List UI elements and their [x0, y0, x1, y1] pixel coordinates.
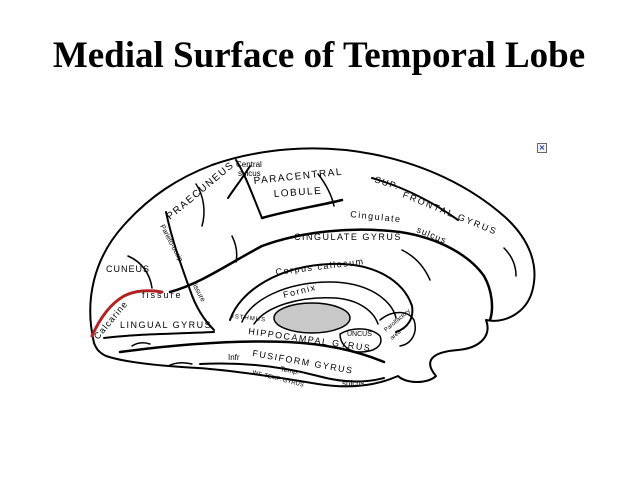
calcarine-fissure-line: [90, 289, 164, 338]
label-corpus-callosum: Corpus callosum: [275, 256, 365, 277]
fornix: [253, 297, 379, 325]
frontal-sulcus: [371, 177, 459, 221]
minor-sulcus: [131, 341, 151, 347]
label-isthmus: ISTHMUS: [232, 314, 266, 324]
label-cingulate: Cingulate: [350, 209, 402, 224]
thalamus: [273, 302, 351, 334]
minor-sulcus: [317, 173, 335, 207]
corpus-callosum-inner: [241, 281, 397, 323]
corpus-callosum-outer: [229, 262, 414, 333]
minor-sulcus: [127, 255, 153, 289]
parieto-occipital-fissure: [165, 211, 215, 331]
central-sulcus: [235, 159, 263, 219]
label-paracentral: PARACENTRAL: [253, 167, 343, 187]
label-central-sulcus: Central: [236, 160, 262, 169]
parolfactory-outline: [379, 311, 416, 347]
broken-image-icon: ×: [537, 143, 547, 153]
label-calcarine-fissure: fissure: [142, 290, 183, 300]
cingulate-sulcus: [168, 228, 494, 322]
lingual-sulcus: [103, 331, 215, 339]
minor-sulcus: [401, 249, 431, 281]
label-uncus: UNCUS: [347, 331, 372, 338]
label-temp-sulcus: sulcus: [342, 379, 365, 388]
brain-outline: [89, 147, 536, 388]
label-sup: SUP.: [373, 174, 401, 192]
slide-title: Medial Surface of Temporal Lobe: [52, 35, 586, 76]
label-infr: Infr: [228, 353, 240, 362]
label-lobule: LOBULE: [273, 186, 322, 200]
label-lingual-gyrus: LINGUAL GYRUS: [120, 320, 212, 330]
label-central-sulcus: sulcus: [238, 169, 261, 178]
marginal-sulcus: [227, 165, 251, 199]
minor-sulcus: [231, 235, 238, 263]
paracentral-boundary: [260, 198, 344, 220]
label-cingulate-gyrus: CINGULATE GYRUS: [294, 232, 402, 242]
uncus-outline: [339, 328, 382, 353]
minor-sulcus: [167, 361, 193, 367]
label-parieto-fissure: fissure: [190, 282, 206, 304]
minor-sulcus: [195, 183, 205, 227]
label-cuneus: CUNEUS: [106, 264, 150, 274]
inferior-temporal-sulcus: [199, 362, 385, 383]
label-cingulate-sulcus: sulcus: [415, 225, 448, 246]
label-temp: Temp.: [280, 366, 300, 376]
minor-sulcus: [503, 247, 517, 277]
